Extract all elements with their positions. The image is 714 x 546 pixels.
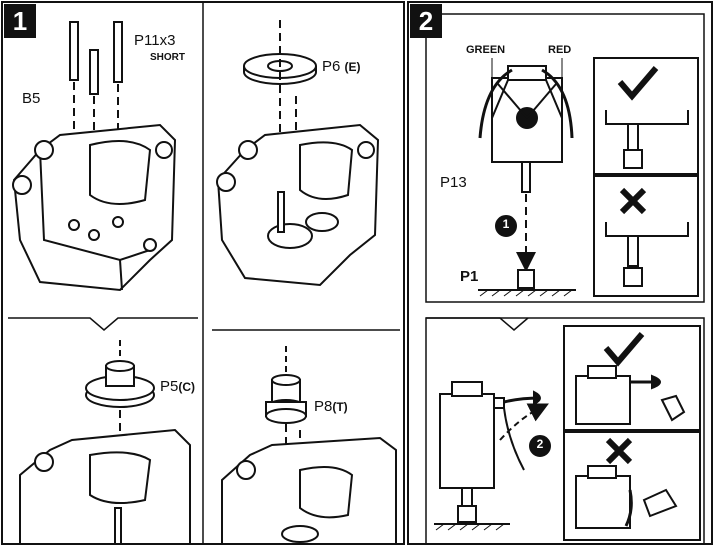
motor-part-label: P13 (440, 174, 467, 191)
pin-quantity-note: SHORT (150, 52, 185, 63)
step1-left-divider (8, 317, 198, 331)
gear-p5-label: P5(C) (160, 378, 195, 395)
panel-b-illustration (216, 20, 380, 287)
gear-p8-label: P8(T) (314, 398, 348, 415)
step-1-badge: 1 (4, 4, 36, 38)
step2-bottom-box (425, 317, 705, 545)
cross-icon-2 (605, 437, 633, 465)
gear-p5-code: (C) (178, 380, 196, 394)
green-wire-label: GREEN (466, 44, 506, 56)
panel-a-illustration (12, 21, 177, 292)
pin-part-label: P11x3 (134, 32, 176, 49)
motor-illustration (478, 58, 576, 297)
checkmark-icon-2 (603, 332, 645, 367)
step2-top-compare (593, 57, 699, 297)
panel-d-illustration (221, 346, 397, 545)
red-wire-label: RED (548, 44, 572, 56)
gear-p6-name: P6 (322, 58, 341, 75)
gear-p5-name: P5 (160, 378, 179, 395)
gear-p8-code: (T) (332, 400, 348, 414)
sub-step-1-marker: 1 (502, 217, 510, 231)
cross-icon (619, 187, 647, 215)
step2-top-box (425, 13, 705, 303)
sub-step-2-marker: 2 (536, 437, 544, 451)
panel-c-illustration (19, 340, 191, 545)
step2-bottom-compare (563, 325, 701, 541)
pinion-part-label: P1 (460, 268, 479, 285)
motor-side-illustration (434, 381, 551, 531)
gear-p6-label: P6 (E) (322, 58, 361, 75)
base-part-label: B5 (22, 90, 41, 107)
checkmark-icon (617, 66, 659, 101)
gear-p8-name: P8 (314, 398, 333, 415)
gear-p6-code: (E) (344, 60, 361, 74)
step-2-badge: 2 (410, 4, 442, 38)
step2-divider-notch (426, 317, 529, 331)
